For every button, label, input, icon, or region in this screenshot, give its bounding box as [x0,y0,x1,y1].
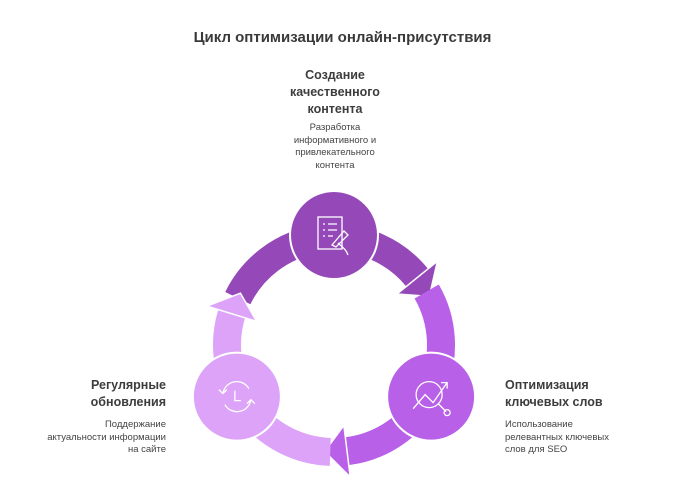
step-3-circle [191,351,282,442]
diagram-title: Цикл оптимизации онлайн-присутствия [193,29,492,46]
arrowhead-3 [204,292,259,323]
step-1-description: Разработка информативного и привлекатель… [293,122,377,171]
step-1-circle [289,190,379,280]
step-2-description: Использование релевантных ключевых слов … [505,419,609,455]
step-3-heading: Регулярные обновления [90,378,166,409]
search-growth-icon [412,380,451,417]
step-1-heading: Создание качественного контента [290,68,380,116]
refresh-clock-icon [218,380,256,413]
step-2-heading: Оптимизация ключевых слов [505,378,603,409]
arrowhead-2 [323,423,352,480]
step-2-circle [386,351,477,442]
document-writing-icon [317,216,349,256]
arrowhead-1 [395,259,439,298]
step-3-description: Поддержание актуальности информации на с… [47,419,166,455]
